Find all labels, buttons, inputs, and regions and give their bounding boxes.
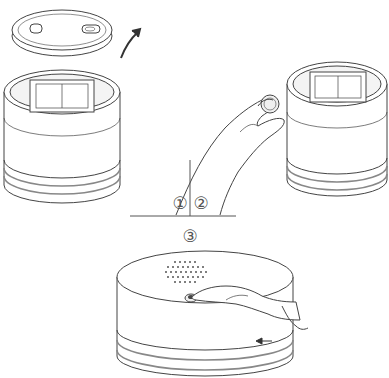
device-body-open <box>4 70 120 203</box>
speaker-grille <box>165 261 207 283</box>
callout-number: ② <box>194 193 209 213</box>
lid <box>12 10 112 56</box>
device-body-battery <box>287 62 387 196</box>
step-divider <box>130 160 236 216</box>
callout-number: ① <box>173 193 188 213</box>
lift-arrow <box>121 29 140 58</box>
pressing-hand <box>192 286 308 329</box>
callout-number: ③ <box>183 226 198 246</box>
direction-arrow <box>256 338 272 344</box>
hand-with-coin-cell <box>176 95 284 215</box>
